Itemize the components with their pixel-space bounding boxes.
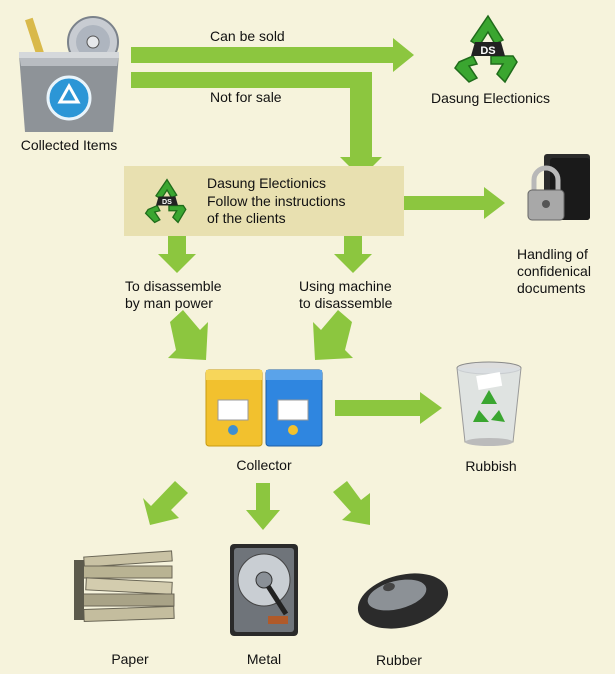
manual-line1: To disassemble <box>125 278 222 294</box>
mouse-icon <box>357 573 449 629</box>
confidential-line1: Handling of <box>517 246 588 262</box>
recycle-ds-icon: DS <box>454 14 518 84</box>
arrow-to-machine <box>334 232 372 273</box>
box-title: Dasung Electionics <box>207 175 327 191</box>
rubber-label: Rubber <box>376 652 422 668</box>
dasung-top-label: Dasung Electionics <box>431 90 551 106</box>
svg-text:DS: DS <box>480 45 495 57</box>
manual-line2: by man power <box>125 295 213 311</box>
arrow-to-confidential <box>398 187 505 219</box>
arrow-can-be-sold <box>131 38 414 72</box>
arrow-to-paper <box>143 481 188 525</box>
can-be-sold-label: Can be sold <box>210 28 285 44</box>
recycle-bin-icon <box>19 16 119 132</box>
arrow-to-metal <box>246 483 280 530</box>
confidential-line2: confidenical <box>517 263 591 279</box>
machine-line2: to disassemble <box>299 295 393 311</box>
box-line2: of the clients <box>207 210 286 226</box>
collector-label: Collector <box>236 457 292 473</box>
paper-stack-icon <box>74 550 175 623</box>
arrow-not-for-sale <box>131 72 382 178</box>
arrow-manual-to-collector <box>168 310 208 360</box>
hard-drive-icon <box>230 544 298 636</box>
arrow-machine-to-collector <box>313 310 353 360</box>
metal-label: Metal <box>246 651 282 667</box>
paper-label: Paper <box>111 651 149 667</box>
lock-folder-icon <box>527 154 590 221</box>
collected-items-label: Collected Items <box>20 137 118 153</box>
mailbox-icon <box>205 369 323 447</box>
arrow-to-manual <box>158 232 196 273</box>
arrow-to-rubbish <box>335 392 442 424</box>
machine-line1: Using machine <box>299 278 392 294</box>
rubbish-label: Rubbish <box>465 458 517 474</box>
trash-can-icon <box>456 361 522 446</box>
svg-text:DS: DS <box>162 198 172 206</box>
not-for-sale-label: Not for sale <box>210 89 282 105</box>
box-line1: Follow the instructions <box>207 193 346 209</box>
confidential-line3: documents <box>517 280 586 296</box>
box-recycle-ds-icon: DS <box>144 178 187 224</box>
arrow-to-rubber <box>333 481 370 525</box>
